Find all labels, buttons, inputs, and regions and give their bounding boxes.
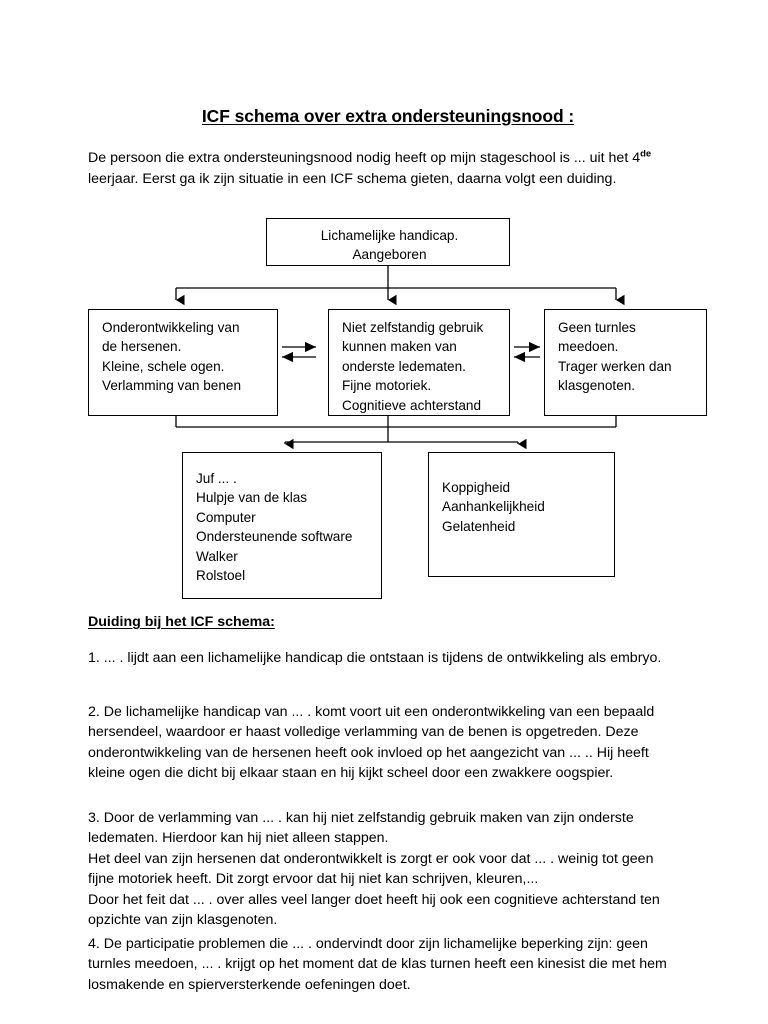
- page-title: ICF schema over extra ondersteuningsnood…: [88, 106, 688, 127]
- connector-middle-right: [513, 341, 541, 363]
- box-line: Niet zelfstandig gebruik: [342, 320, 484, 335]
- box-line: Aangeboren: [352, 247, 427, 263]
- duiding-paragraph-4: 4. De participatie problemen die ... . o…: [88, 936, 667, 993]
- box-line: Aanhankelijkheid: [442, 499, 545, 515]
- box-line: klasgenoten.: [558, 378, 636, 394]
- box-line: Koppigheid: [442, 480, 511, 495]
- duiding-paragraph-2: 2. De lichamelijke handicap van ... . ko…: [88, 704, 655, 782]
- diagram-box-externe-factoren: Juf ... . Hulpje van de klas Computer On…: [182, 452, 382, 599]
- box-line: Hulpje van de klas: [196, 490, 308, 506]
- box-line: Lichamelijke handicap.: [320, 228, 459, 243]
- page-title-text: ICF schema over extra ondersteuningsnood…: [201, 106, 575, 126]
- diagram-box-participatie: Geen turnles meedoen. Trager werken dan …: [544, 309, 707, 416]
- box-line: Juf ... .: [196, 471, 237, 486]
- box-line: Cognitieve achterstand: [342, 397, 482, 413]
- diagram-box-lichamelijke-handicap: Lichamelijke handicap. Aangeboren: [266, 218, 510, 266]
- box-line: meedoen.: [558, 339, 619, 355]
- box-line: Onderontwikkeling van: [102, 320, 240, 335]
- intro-text-part2: leerjaar. Eerst ga ik zijn situatie in e…: [88, 170, 617, 187]
- connector-top-to-row: [175, 266, 625, 306]
- box-line: Walker: [196, 548, 238, 564]
- box-line: onderste ledematen.: [342, 358, 466, 374]
- box-line: Gelatenheid: [442, 518, 516, 534]
- box-line: Kleine, schele ogen.: [102, 358, 225, 374]
- box-line: kunnen maken van: [342, 339, 457, 355]
- diagram-box-functies-anatomische-eigenschappen: Onderontwikkeling van de hersenen. Klein…: [88, 309, 278, 416]
- intro-text-part1: De persoon die extra ondersteuningsnood …: [88, 150, 641, 166]
- duiding-heading: Duiding bij het ICF schema:: [88, 614, 275, 630]
- duiding-paragraph-1: 1. ... . lijdt aan een lichamelijke hand…: [88, 650, 662, 666]
- diagram-box-persoonlijke-factoren: Koppigheid Aanhankelijkheid Gelatenheid: [428, 452, 615, 577]
- duiding-paragraph-3: 3. Door de verlamming van ... . kan hij …: [88, 810, 660, 929]
- box-line: Rolstoel: [196, 568, 246, 584]
- box-line: Ondersteunende software: [196, 529, 353, 545]
- intro-paragraph: De persoon die extra ondersteuningsnood …: [88, 148, 672, 189]
- box-line: Fijne motoriek.: [342, 378, 432, 394]
- diagram-box-activiteiten: Niet zelfstandig gebruik kunnen maken va…: [328, 309, 510, 416]
- connector-left-middle: [281, 341, 317, 363]
- box-line: Trager werken dan: [558, 358, 672, 374]
- box-line: Verlamming van benen: [102, 378, 242, 394]
- ordinal-suffix: de: [640, 148, 652, 160]
- box-line: de hersenen.: [102, 339, 182, 355]
- box-line: Geen turnles: [558, 320, 636, 335]
- box-line: Computer: [196, 509, 256, 525]
- connector-row-to-bottom: [175, 416, 617, 450]
